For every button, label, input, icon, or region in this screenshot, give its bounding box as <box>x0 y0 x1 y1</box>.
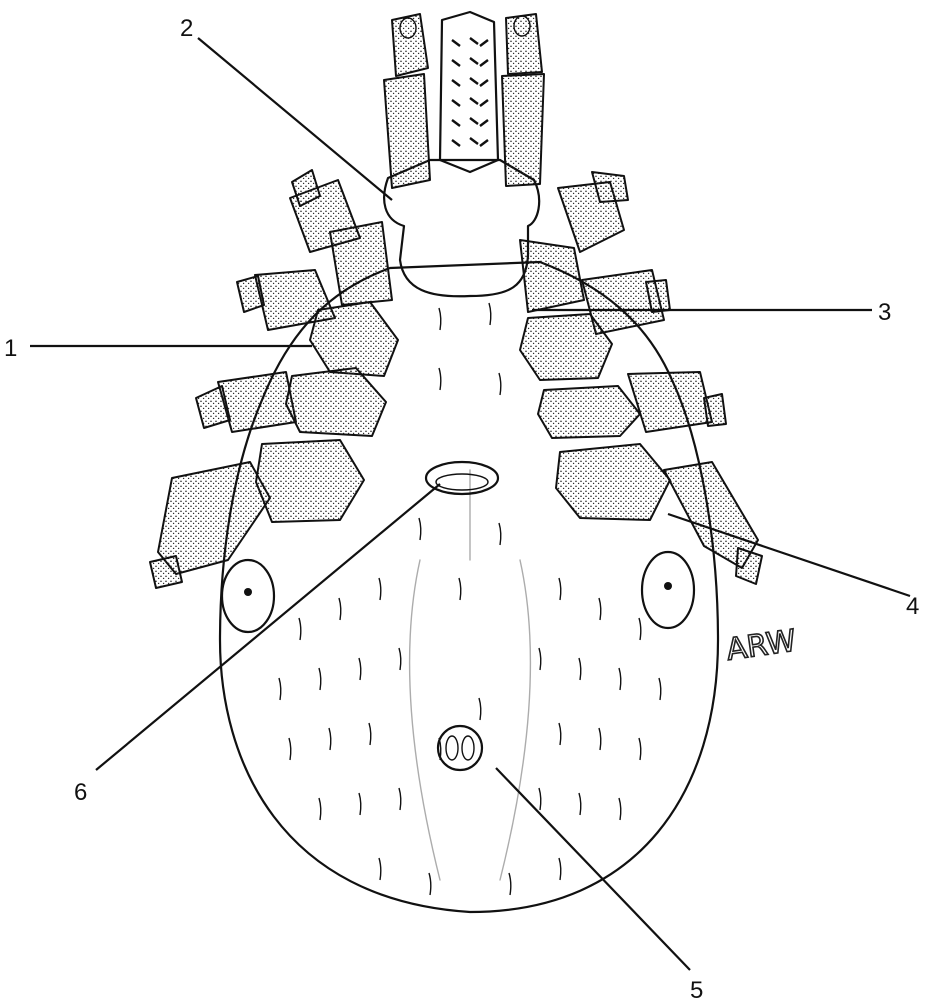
left-coxa-2 <box>286 368 386 436</box>
left-leg-4 <box>150 462 270 588</box>
callout-5: 5 <box>690 977 703 1004</box>
left-palp <box>384 14 430 188</box>
spiracular-plates <box>222 552 694 632</box>
legs <box>150 170 762 588</box>
right-coxa-3 <box>556 444 670 520</box>
leader-line-6 <box>96 484 440 770</box>
artist-signature: ARW <box>724 624 798 668</box>
anal-aperture <box>438 726 482 770</box>
left-coxa-3 <box>256 440 364 522</box>
leader-line-5 <box>496 768 690 970</box>
callout-2: 2 <box>180 15 193 42</box>
genital-aperture <box>426 462 498 494</box>
right-leg-4 <box>664 462 762 584</box>
right-leg-3 <box>628 372 726 432</box>
capitulum <box>384 12 544 296</box>
callout-6: 6 <box>74 779 87 806</box>
right-coxa-2 <box>538 386 640 438</box>
callout-labels: 1 2 3 4 5 6 <box>4 15 919 1004</box>
leader-line-2 <box>198 38 392 200</box>
right-palp <box>502 14 544 186</box>
idiosoma <box>220 262 718 912</box>
callout-1: 1 <box>4 335 17 362</box>
left-coxa-1 <box>310 302 398 376</box>
callout-3: 3 <box>878 299 891 326</box>
coxae <box>256 302 670 522</box>
leader-line-4 <box>668 514 910 596</box>
hypostome-denticles <box>452 38 488 146</box>
hypostome <box>440 12 498 172</box>
callout-4: 4 <box>906 593 919 620</box>
right-coxa-1 <box>520 314 612 380</box>
left-leg-3 <box>196 372 296 432</box>
